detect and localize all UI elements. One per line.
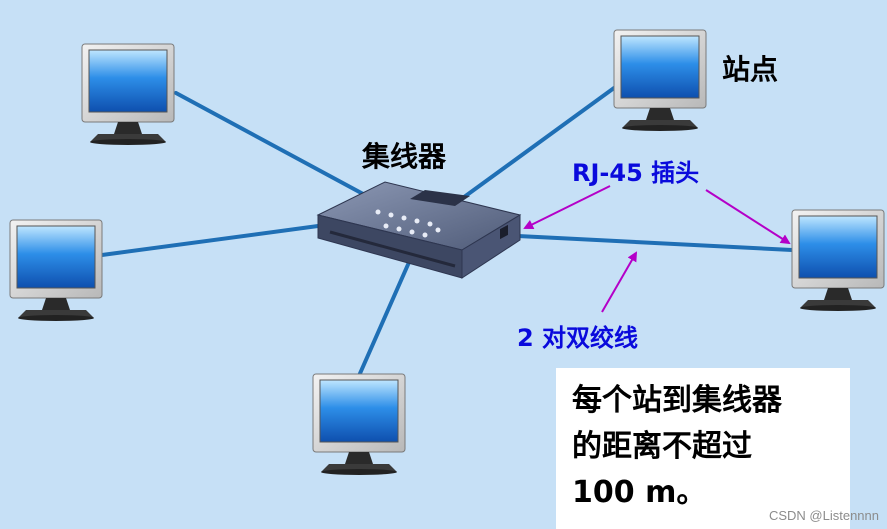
station-monitor-icon-right (791, 209, 885, 312)
station-monitor-icon-top-right (613, 29, 707, 132)
twisted-pair-label: 2 对双绞线 (517, 324, 639, 352)
arrow-rj45-hub (523, 185, 611, 229)
watermark: CSDN @Listennnn (768, 508, 879, 523)
cable-right (516, 234, 794, 252)
note-line: 100 m。 (572, 475, 707, 510)
cable-top-right (458, 86, 616, 202)
cable-left (100, 224, 320, 257)
station-monitor-icon-top-left (81, 43, 175, 146)
hub-icon (316, 181, 522, 279)
distance-note-text: 每个站到集线器 的距离不超过 100 m。 (572, 378, 842, 516)
rj45-plug-label: RJ-45 插头 (572, 159, 700, 187)
station-monitor-icon-left (9, 219, 103, 322)
distance-note-box: 每个站到集线器 的距离不超过 100 m。 (556, 368, 850, 529)
cables (100, 86, 794, 380)
cable-bottom (356, 258, 412, 380)
station-label: 站点 (722, 53, 779, 86)
note-line: 的距离不超过 (572, 429, 752, 464)
station-monitor-icon-bottom (312, 373, 406, 476)
arrows (523, 185, 791, 313)
cable-top-left (174, 91, 367, 197)
note-line: 每个站到集线器 (572, 383, 782, 418)
arrow-twisted-pair (601, 251, 637, 313)
hub-label: 集线器 (362, 140, 447, 173)
arrow-rj45-station (705, 189, 791, 245)
